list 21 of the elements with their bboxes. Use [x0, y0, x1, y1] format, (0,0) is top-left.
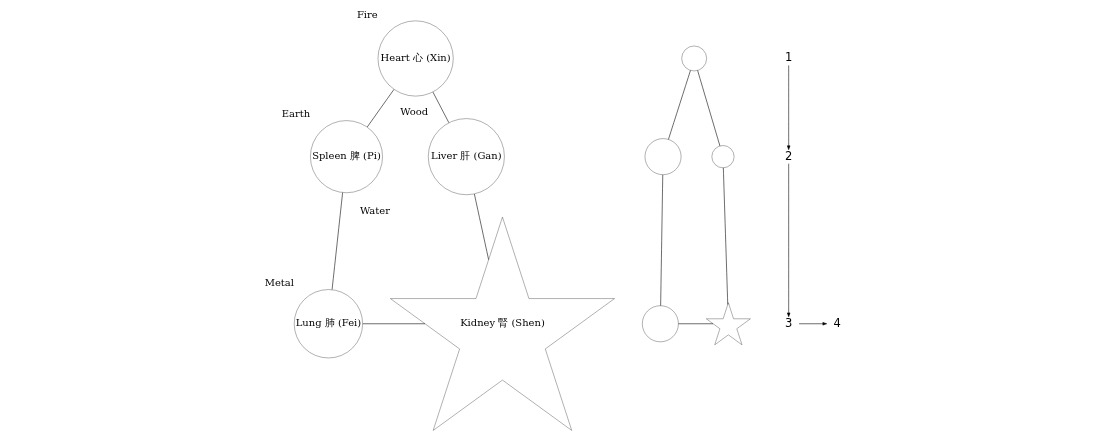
arrow [786, 65, 790, 150]
node-star [705, 302, 751, 346]
node-text: 3 [784, 315, 792, 330]
node-circle [641, 305, 679, 342]
arrow [798, 322, 827, 326]
node-text: 2 [784, 148, 792, 163]
node-label: Metal [264, 277, 294, 289]
node-circle: Spleen 脾 (Pi) [309, 120, 383, 193]
node-text: 1 [784, 50, 792, 65]
node-label: Water [359, 204, 390, 216]
node-circle: Liver 肝 (Gan) [427, 118, 505, 195]
node-text: 4 [832, 315, 841, 330]
node-label: Wood [399, 106, 428, 118]
node-circle: Heart 心 (Xin) [377, 20, 453, 97]
node-circle [711, 145, 734, 168]
node-label: Earth [281, 108, 310, 120]
arrow [786, 163, 790, 318]
node-circle: Lung 肺 (Fei) [293, 289, 363, 359]
node-circle [644, 138, 681, 175]
node-label: Fire [356, 8, 378, 20]
node-circle [681, 45, 707, 72]
